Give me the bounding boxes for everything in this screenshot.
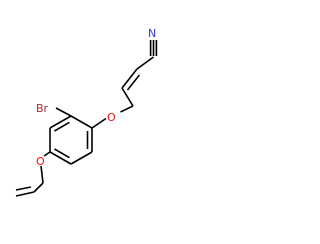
ring-bond-6	[70, 115, 93, 129]
allyloxy-group	[15, 151, 51, 197]
bromine-bond	[55, 107, 72, 117]
allyl-bond-o-c1	[40, 165, 44, 184]
bromine-atom-label: Br	[36, 102, 49, 115]
butenenitrile-chain	[120, 56, 154, 113]
ring-bond-5	[49, 115, 72, 129]
ring-double-bond-b	[54, 121, 70, 132]
oxygen-atom-label-top: O	[107, 111, 116, 124]
allyl-bond-c1-c2	[33, 182, 44, 193]
nitrogen-atom-label: N	[148, 27, 156, 40]
oxygen-atom-label-bottom: O	[36, 155, 45, 168]
chain-bond-c3-c4	[121, 87, 134, 107]
benzene-ring	[49, 115, 93, 165]
allyl-double-bond-outer	[15, 191, 35, 197]
chain-double-bond-inner	[126, 74, 141, 91]
top-ether-ring-bond	[91, 117, 107, 129]
ring-bond-2	[70, 151, 93, 165]
chain-double-bond-outer	[121, 68, 138, 89]
chain-bond-c1-c2	[136, 56, 154, 70]
nitrile-group	[149, 40, 158, 56]
ring-bond-3	[49, 151, 72, 165]
ring-double-bond-c	[54, 148, 70, 159]
ring-bottom-ether-bond	[43, 151, 51, 157]
chemical-structure-diagram: N O Br O	[15, 27, 158, 197]
chain-bond-c4-o	[120, 105, 134, 113]
allyl-double-bond-inner	[15, 186, 32, 191]
